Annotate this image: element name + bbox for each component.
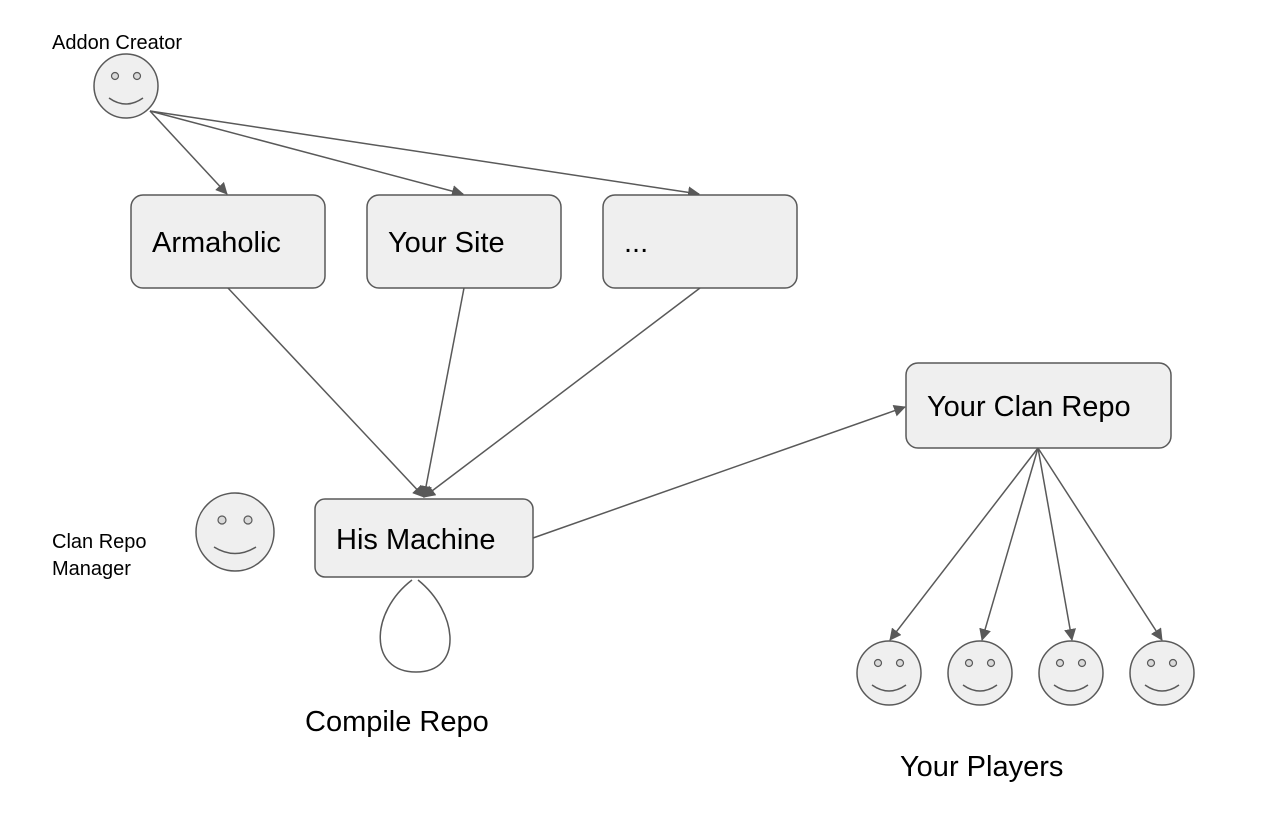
node-his-machine-label: His Machine bbox=[336, 524, 496, 556]
clan-repo-manager-label-line1: Clan Repo bbox=[52, 531, 147, 553]
node-armaholic[interactable]: Armaholic bbox=[130, 194, 326, 289]
edge-creator-your-site bbox=[149, 110, 464, 197]
edge-your-site-his-machine bbox=[420, 287, 465, 498]
edge-his-machine-clan-repo bbox=[532, 404, 906, 539]
edge-armaholic-his-machine bbox=[227, 287, 425, 498]
clan-repo-manager-label-line2: Manager bbox=[52, 558, 131, 580]
edge-clan-repo-player-3 bbox=[1037, 447, 1076, 641]
addon-creator-face-icon bbox=[93, 53, 159, 119]
edge-creator-armaholic bbox=[149, 110, 228, 195]
addon-creator-label: Addon Creator bbox=[52, 32, 182, 54]
compile-repo-loop bbox=[379, 579, 451, 673]
node-more[interactable]: ... bbox=[602, 194, 798, 289]
edge-more-his-machine bbox=[423, 287, 701, 498]
node-your-site[interactable]: Your Site bbox=[366, 194, 562, 289]
node-your-site-label: Your Site bbox=[388, 227, 505, 259]
node-more-label: ... bbox=[624, 227, 648, 259]
node-your-clan-repo[interactable]: Your Clan Repo bbox=[905, 362, 1172, 449]
node-your-clan-repo-label: Your Clan Repo bbox=[927, 391, 1131, 423]
node-his-machine[interactable]: His Machine bbox=[314, 498, 534, 578]
edge-creator-more bbox=[149, 110, 700, 199]
edge-clan-repo-player-1 bbox=[889, 447, 1039, 641]
player-1-face-icon bbox=[856, 640, 922, 706]
compile-repo-label: Compile Repo bbox=[305, 706, 489, 738]
node-armaholic-label: Armaholic bbox=[152, 227, 281, 259]
edges bbox=[149, 110, 1163, 673]
your-players-label: Your Players bbox=[900, 751, 1063, 783]
player-2-face-icon bbox=[947, 640, 1013, 706]
edge-clan-repo-player-2 bbox=[979, 447, 1039, 641]
player-4-face-icon bbox=[1129, 640, 1195, 706]
player-3-face-icon bbox=[1038, 640, 1104, 706]
clan-repo-manager-face-icon bbox=[195, 492, 275, 572]
edge-clan-repo-player-4 bbox=[1037, 447, 1163, 641]
